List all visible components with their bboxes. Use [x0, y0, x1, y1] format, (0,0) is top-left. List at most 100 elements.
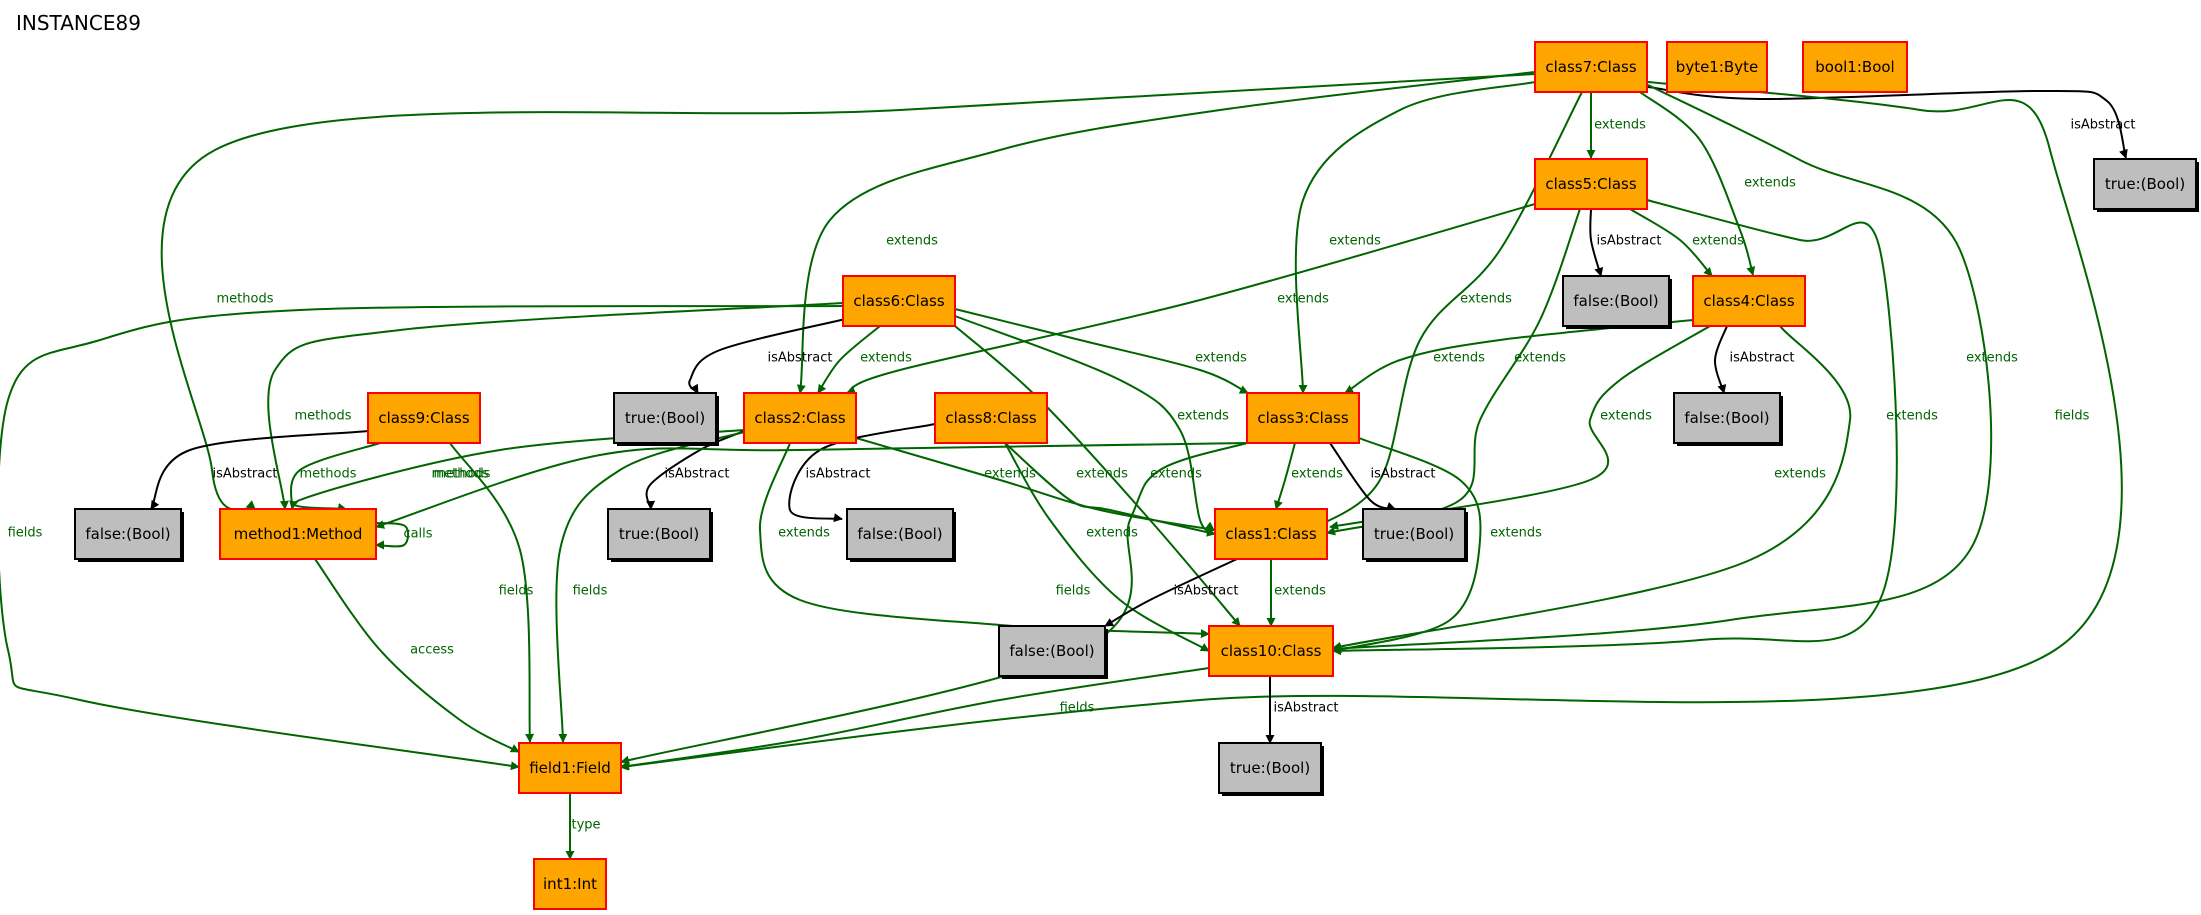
node-f_c1[interactable]: false:(Bool)	[998, 625, 1108, 679]
edge-label-extends: extends	[1460, 292, 1512, 307]
node-t_c10[interactable]: true:(Bool)	[1218, 742, 1324, 796]
edge-class8-class10	[1004, 442, 1210, 652]
edge-label-type: type	[571, 818, 600, 833]
edge-class6-method1	[267, 302, 844, 510]
node-box	[613, 392, 717, 444]
edge-label-isAbstract: isAbstract	[806, 467, 871, 482]
node-box	[1362, 508, 1466, 560]
node-class5[interactable]: class5:Class	[1534, 158, 1648, 210]
node-label: method1:Method	[234, 525, 363, 543]
node-label: class4:Class	[1703, 292, 1794, 310]
node-class9[interactable]: class9:Class	[367, 392, 481, 444]
node-label: field1:Field	[529, 759, 611, 777]
edge-label-extends: extends	[1886, 409, 1938, 424]
node-label: true:(Bool)	[619, 525, 699, 543]
edge-class8-class1	[1004, 442, 1216, 537]
node-label: class3:Class	[1257, 409, 1348, 427]
node-field1[interactable]: field1:Field	[518, 742, 622, 794]
node-label: false:(Bool)	[857, 525, 942, 543]
edge-label-extends: extends	[1329, 234, 1381, 249]
node-bool1[interactable]: bool1:Bool	[1802, 41, 1908, 93]
node-box	[1673, 392, 1781, 444]
edge-label-fields: fields	[1056, 584, 1091, 599]
edge-label-methods: methods	[217, 292, 274, 307]
node-box	[219, 508, 377, 560]
edge-label-extends: extends	[1150, 467, 1202, 482]
node-f_c9[interactable]: false:(Bool)	[74, 508, 184, 562]
edge-label-extends: extends	[1600, 409, 1652, 424]
edge-layer	[0, 71, 2128, 860]
edge-method1-method1	[375, 522, 410, 550]
edge-class3-method1	[375, 442, 1248, 529]
edge-label-layer: isAbstract extends extends extends extends ex…	[8, 118, 2136, 833]
edge-class8-f_c8	[788, 423, 936, 523]
node-f_c8[interactable]: false:(Bool)	[846, 508, 956, 562]
edge-class7-method1	[160, 73, 1536, 511]
node-t_c3[interactable]: true:(Bool)	[1362, 508, 1468, 562]
node-class10[interactable]: class10:Class	[1208, 625, 1334, 677]
node-box	[2093, 158, 2197, 210]
node-method1[interactable]: method1:Method	[219, 508, 377, 560]
edge-label-extends: extends	[860, 351, 912, 366]
node-box	[74, 508, 182, 560]
node-t_c7[interactable]: true:(Bool)	[2093, 158, 2199, 212]
edge-class7-class2	[796, 71, 1536, 394]
node-t_c6[interactable]: true:(Bool)	[613, 392, 719, 446]
node-t_c2[interactable]: true:(Bool)	[607, 508, 713, 562]
node-class7[interactable]: class7:Class	[1534, 41, 1648, 93]
edge-class6-class10	[954, 325, 1241, 627]
edge-label-fields: fields	[573, 584, 608, 599]
node-box	[998, 625, 1106, 677]
node-label: false:(Bool)	[1684, 409, 1769, 427]
edge-label-extends: extends	[1514, 351, 1566, 366]
node-label: true:(Bool)	[1374, 525, 1454, 543]
node-class1[interactable]: class1:Class	[1214, 508, 1328, 560]
node-class3[interactable]: class3:Class	[1246, 392, 1360, 444]
node-f_c5[interactable]: false:(Bool)	[1562, 275, 1672, 329]
edge-class2-field1	[555, 431, 745, 743]
edge-label-extends: extends	[1086, 526, 1138, 541]
node-box	[533, 858, 607, 910]
edge-class7-class10	[1332, 84, 1993, 653]
edge-label-isAbstract: isAbstract	[665, 467, 730, 482]
node-label: true:(Bool)	[2105, 175, 2185, 193]
edge-class5-class2	[846, 203, 1536, 394]
node-box	[1692, 275, 1806, 327]
edge-label-isAbstract: isAbstract	[1371, 467, 1436, 482]
node-int1[interactable]: int1:Int	[533, 858, 607, 910]
edge-label-extends: extends	[1177, 409, 1229, 424]
edge-label-extends: extends	[1291, 467, 1343, 482]
node-class4[interactable]: class4:Class	[1692, 275, 1806, 327]
edge-class9-f_c9	[150, 430, 369, 510]
edge-class6-class2	[817, 325, 881, 394]
node-label: class6:Class	[853, 292, 944, 310]
node-byte1[interactable]: byte1:Byte	[1666, 41, 1768, 93]
edge-class6-class1	[954, 315, 1215, 532]
edge-label-extends: extends	[1744, 176, 1796, 191]
edge-class6-class3	[954, 308, 1249, 394]
node-f_c4[interactable]: false:(Bool)	[1673, 392, 1783, 446]
node-label: true:(Bool)	[1230, 759, 1310, 777]
edge-class5-class4	[1629, 208, 1713, 277]
edge-method1-field1	[314, 558, 520, 753]
edge-class9-field1	[449, 442, 535, 743]
node-class8[interactable]: class8:Class	[934, 392, 1048, 444]
node-label: class2:Class	[754, 409, 845, 427]
edge-label-methods: methods	[300, 467, 357, 482]
edge-label-extends: extends	[1076, 467, 1128, 482]
node-class2[interactable]: class2:Class	[743, 392, 857, 444]
edge-label-isAbstract: isAbstract	[1597, 234, 1662, 249]
node-box	[743, 392, 857, 444]
edge-label-isAbstract: isAbstract	[213, 467, 278, 482]
node-box	[934, 392, 1048, 444]
edge-label-extends: extends	[1692, 234, 1744, 249]
edge-label-extends: extends	[1433, 351, 1485, 366]
diagram-title: INSTANCE89	[16, 11, 141, 35]
node-label: class9:Class	[378, 409, 469, 427]
edge-class7-field1	[619, 81, 2123, 771]
node-class6[interactable]: class6:Class	[842, 275, 956, 327]
edge-label-methods: methods	[434, 467, 491, 482]
edge-label-isAbstract: isAbstract	[1174, 584, 1239, 599]
